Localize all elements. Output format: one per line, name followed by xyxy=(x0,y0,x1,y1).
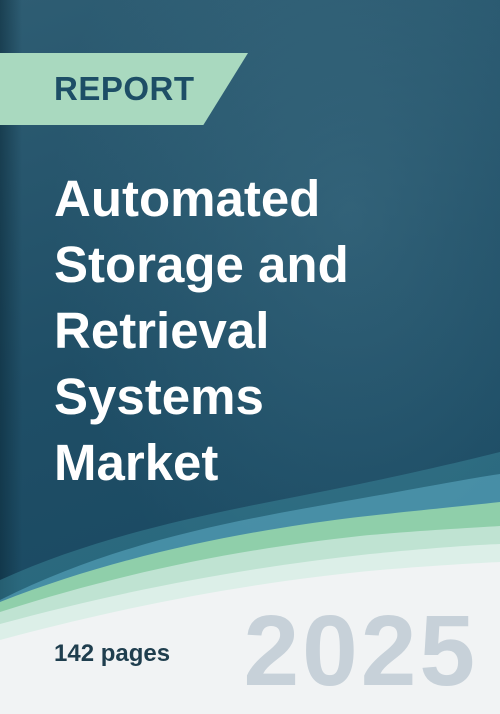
decorative-waves xyxy=(0,452,500,714)
title-line-2: Storage and xyxy=(54,236,349,293)
title-line-1: Automated xyxy=(54,170,321,227)
title-line-4: Systems xyxy=(54,368,264,425)
title-line-3: Retrieval xyxy=(54,302,270,359)
publication-year: 2025 xyxy=(243,595,478,707)
report-badge xyxy=(0,53,248,125)
title-line-5: Market xyxy=(54,434,219,491)
report-title: Automated Storage and Retrieval Systems … xyxy=(54,166,474,496)
page-count: 142 pages xyxy=(54,640,171,667)
report-badge-label: REPORT xyxy=(54,70,195,107)
cover-spine-shadow xyxy=(0,0,22,714)
footer-band xyxy=(0,562,500,714)
